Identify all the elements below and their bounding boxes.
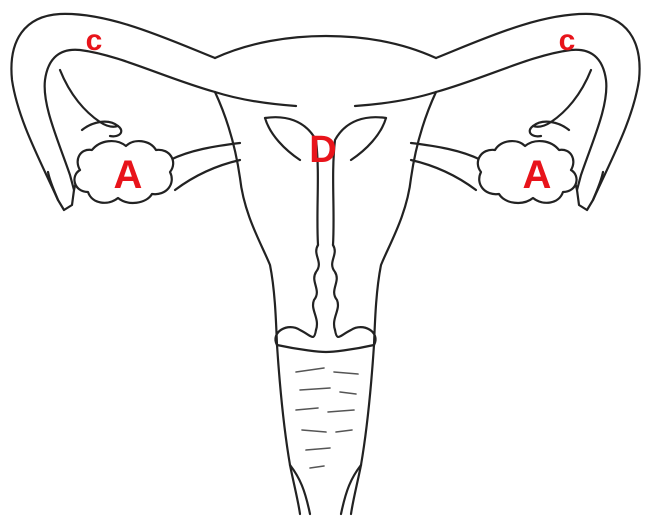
label-tube-left: c: [86, 24, 103, 57]
cervical-canal: [313, 245, 338, 330]
vaginal-rugae: [296, 368, 358, 468]
label-tube-right: c: [559, 24, 576, 57]
label-uterus: D: [309, 129, 336, 171]
label-ovary-right: A: [523, 153, 552, 197]
uterus: [215, 36, 436, 345]
vagina: [275, 327, 375, 514]
label-ovary-left: A: [114, 153, 143, 197]
